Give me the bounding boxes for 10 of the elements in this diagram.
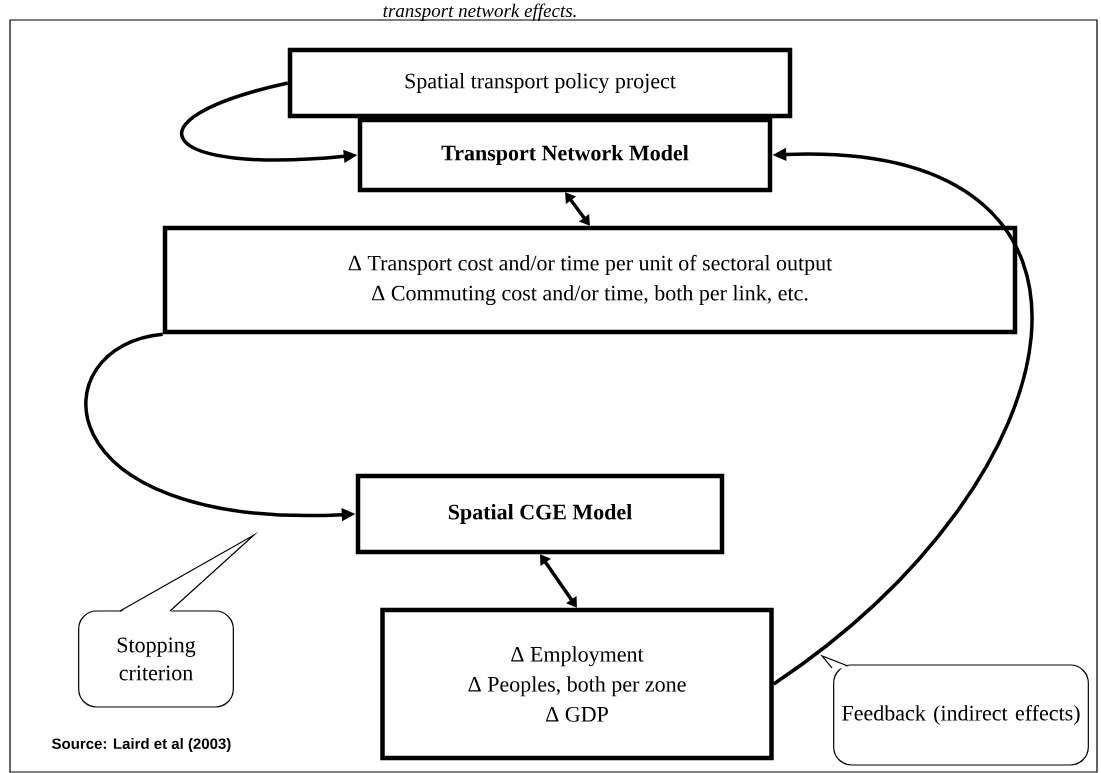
callout-bubble: Stopping criterion xyxy=(78,531,259,708)
process-box: Δ Employment Δ Peoples, both per zone Δ GDP xyxy=(380,607,774,761)
caption: transport network effects. xyxy=(383,3,576,21)
process-box: Spatial CGE Model xyxy=(355,473,725,555)
arrow xyxy=(565,192,590,226)
process-box: Spatial transport policy project xyxy=(287,47,793,119)
process-box: Transport Network Model xyxy=(357,117,773,193)
source-note: Source: Laird et al (2003) xyxy=(52,738,231,752)
callout-bubble: Feedback (indirect effects) xyxy=(820,654,1089,766)
process-box: Δ Transport cost and/or time per unit of sectoral output Δ Commuting cost and/or time, both per link, etc. xyxy=(162,225,1018,335)
